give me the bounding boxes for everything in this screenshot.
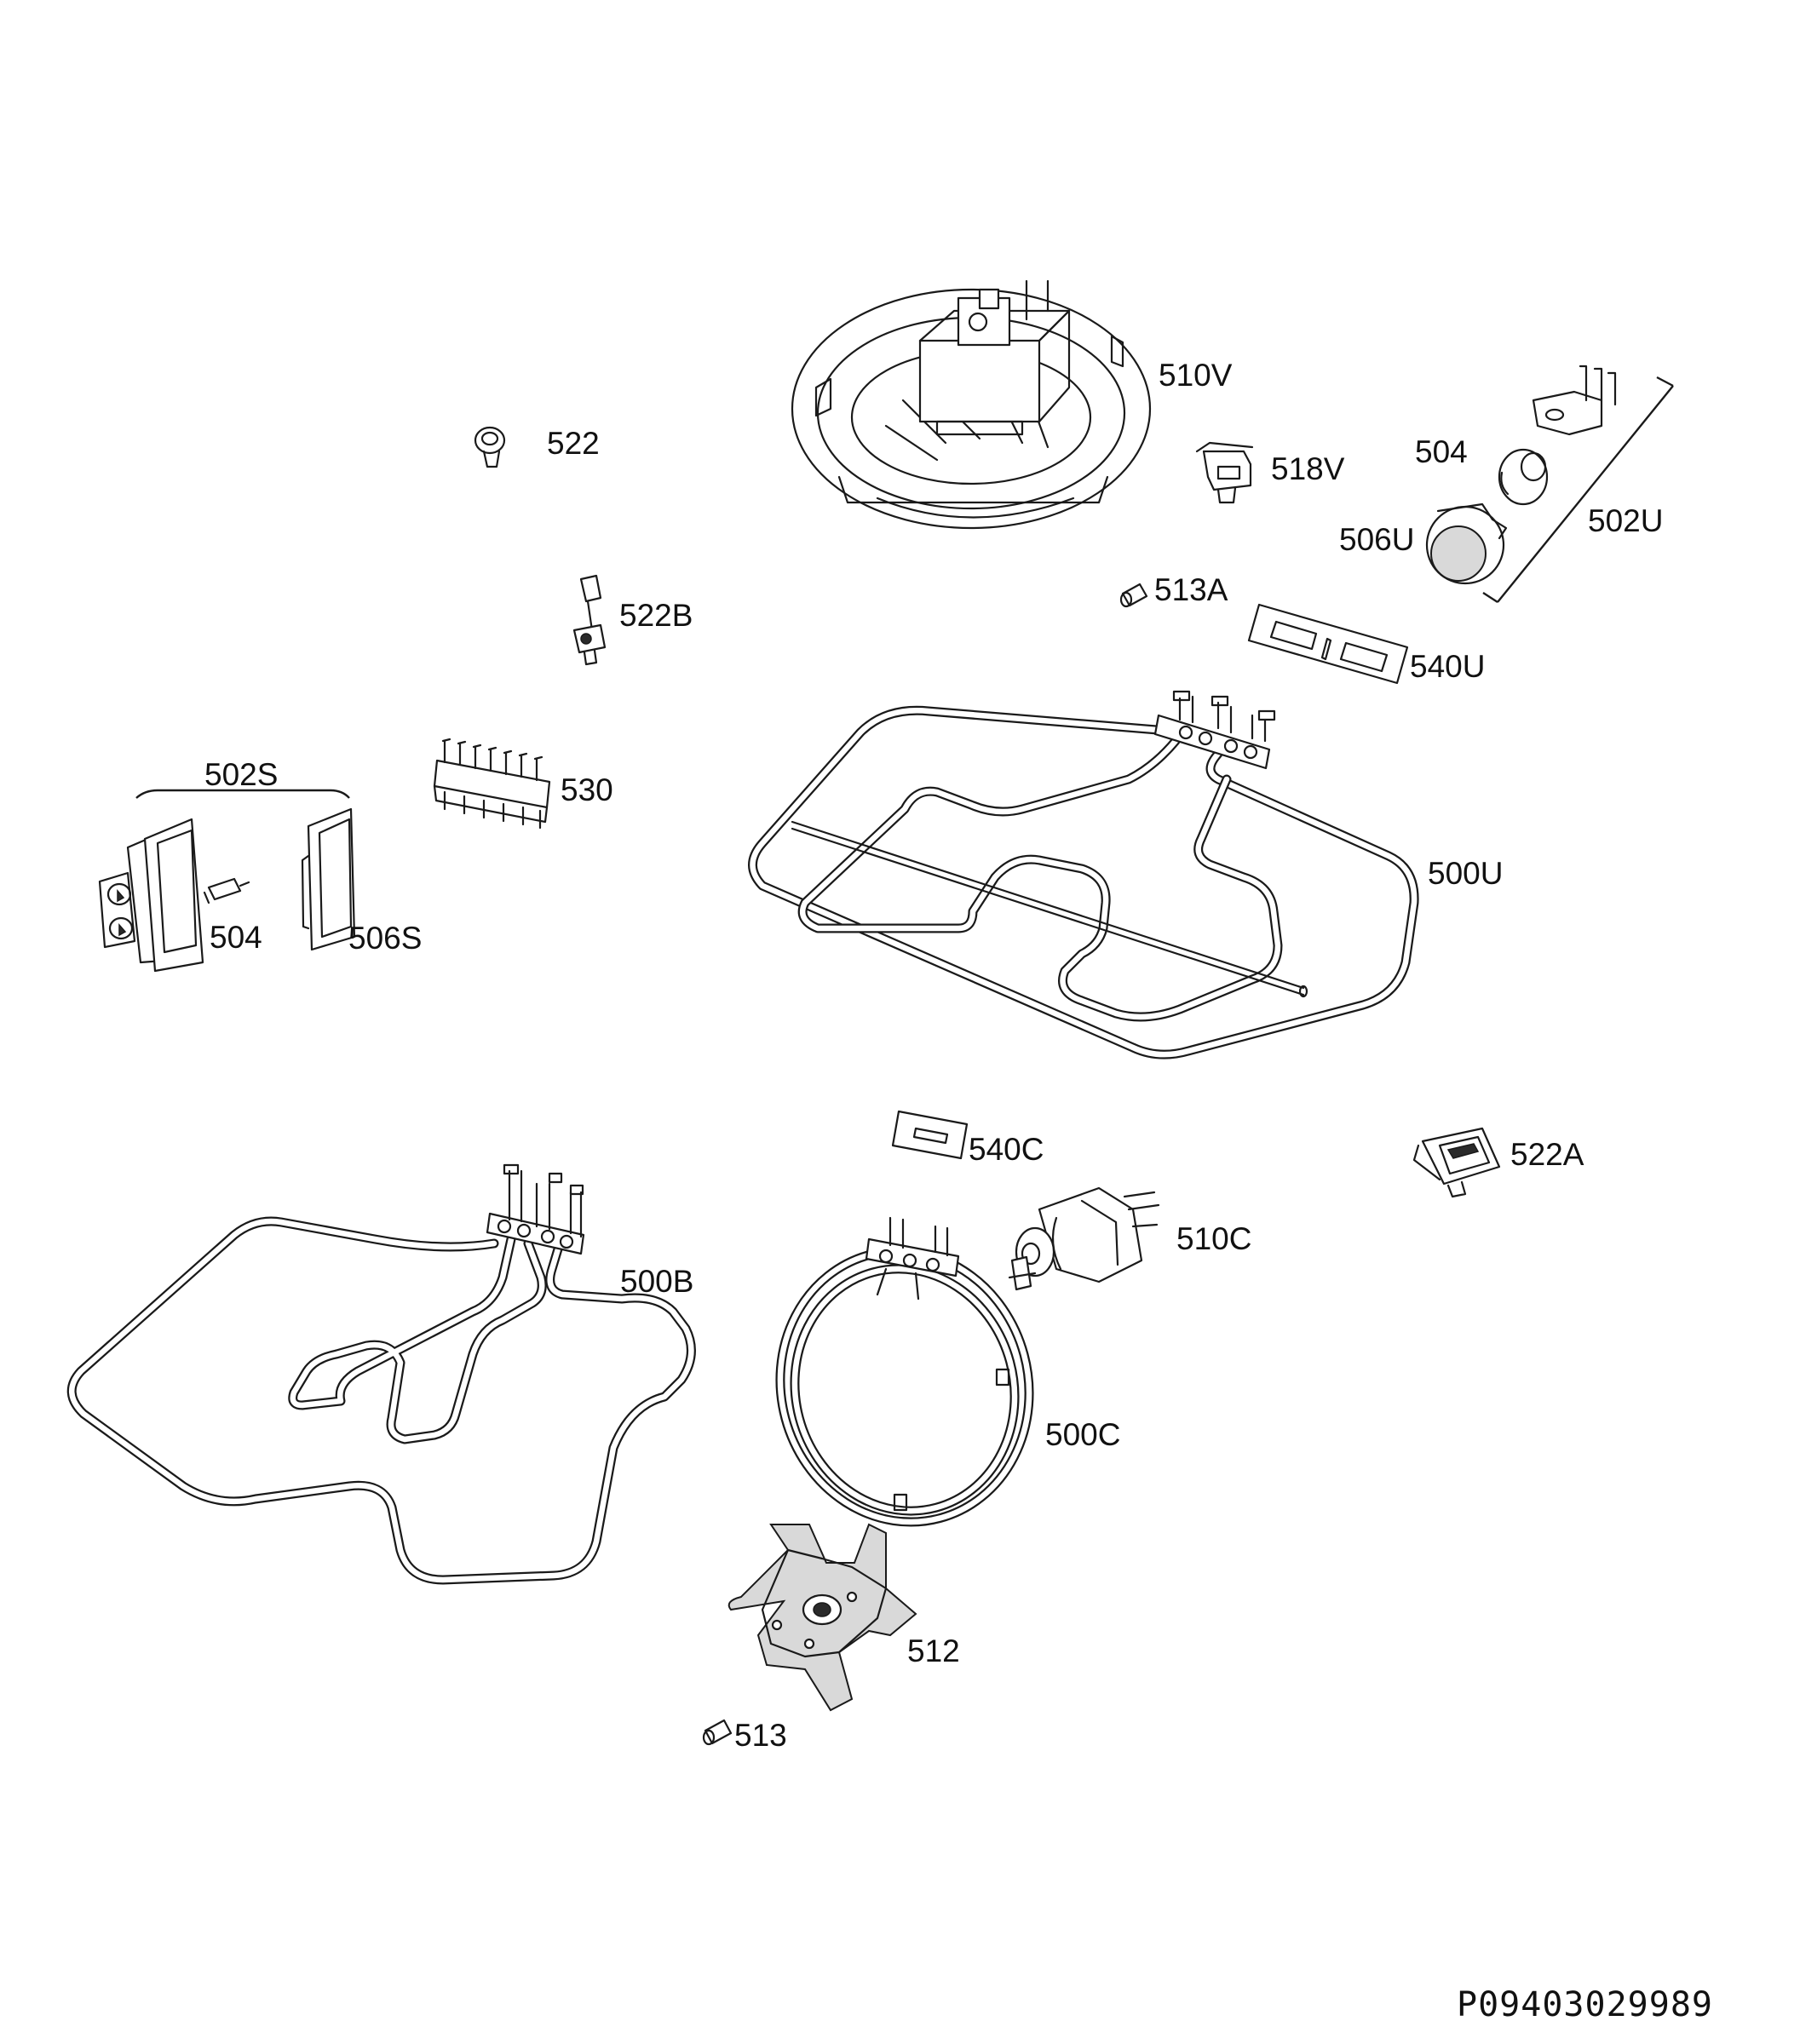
label-540C: 540C xyxy=(969,1132,1044,1167)
label-522B: 522B xyxy=(619,598,693,633)
bracket-502U xyxy=(1482,376,1674,604)
part-500B-bottom-heating-element[interactable] xyxy=(66,1163,696,1585)
label-504-top: 504 xyxy=(1415,434,1468,469)
label-513A: 513A xyxy=(1154,572,1228,607)
part-540U-gasket[interactable] xyxy=(1247,603,1409,685)
part-522A-door-switch[interactable] xyxy=(1412,1127,1501,1198)
part-513-pin[interactable] xyxy=(702,1719,733,1746)
label-506U: 506U xyxy=(1339,522,1414,557)
label-518V: 518V xyxy=(1271,451,1345,486)
part-502S-side-lamp-housing[interactable] xyxy=(98,818,204,973)
part-506S-side-lamp-cover[interactable] xyxy=(301,807,356,951)
part-504-lamp-bulb-top[interactable] xyxy=(1498,448,1549,506)
label-500U: 500U xyxy=(1428,856,1503,891)
part-510C-fan-motor[interactable] xyxy=(1008,1186,1160,1291)
part-518V-thermostat[interactable] xyxy=(1195,441,1254,504)
part-506U-lamp-cover[interactable] xyxy=(1425,502,1508,585)
label-522A: 522A xyxy=(1510,1137,1584,1172)
label-510C: 510C xyxy=(1176,1221,1251,1256)
bracket-502S xyxy=(135,789,350,799)
part-500U-top-heating-element[interactable] xyxy=(748,690,1419,1059)
label-513: 513 xyxy=(734,1718,787,1753)
part-510V-fan-motor-assembly[interactable] xyxy=(791,279,1152,530)
label-530: 530 xyxy=(561,772,613,807)
label-540U: 540U xyxy=(1410,649,1485,684)
part-502U-lamp-socket[interactable] xyxy=(1532,365,1617,436)
label-502S: 502S xyxy=(204,757,278,792)
label-512: 512 xyxy=(907,1633,960,1668)
part-500C-circular-heating-element[interactable] xyxy=(750,1216,1060,1550)
part-504-lamp-bulb-side[interactable] xyxy=(203,877,250,904)
document-number: P09403029989 xyxy=(1457,1985,1713,2024)
part-512-fan-impeller[interactable] xyxy=(727,1523,917,1712)
part-513A-pin[interactable] xyxy=(1119,583,1148,608)
part-540C-gasket[interactable] xyxy=(891,1110,969,1160)
label-500C: 500C xyxy=(1045,1417,1120,1452)
label-522: 522 xyxy=(547,426,600,461)
part-530-terminal-block[interactable] xyxy=(433,738,551,830)
part-522B-switch[interactable] xyxy=(572,574,607,666)
label-506S: 506S xyxy=(348,921,422,956)
part-522-clip[interactable] xyxy=(474,426,506,468)
label-504-left: 504 xyxy=(210,920,262,955)
label-500B: 500B xyxy=(620,1264,693,1299)
label-510V: 510V xyxy=(1159,358,1233,393)
label-502U: 502U xyxy=(1588,503,1663,538)
